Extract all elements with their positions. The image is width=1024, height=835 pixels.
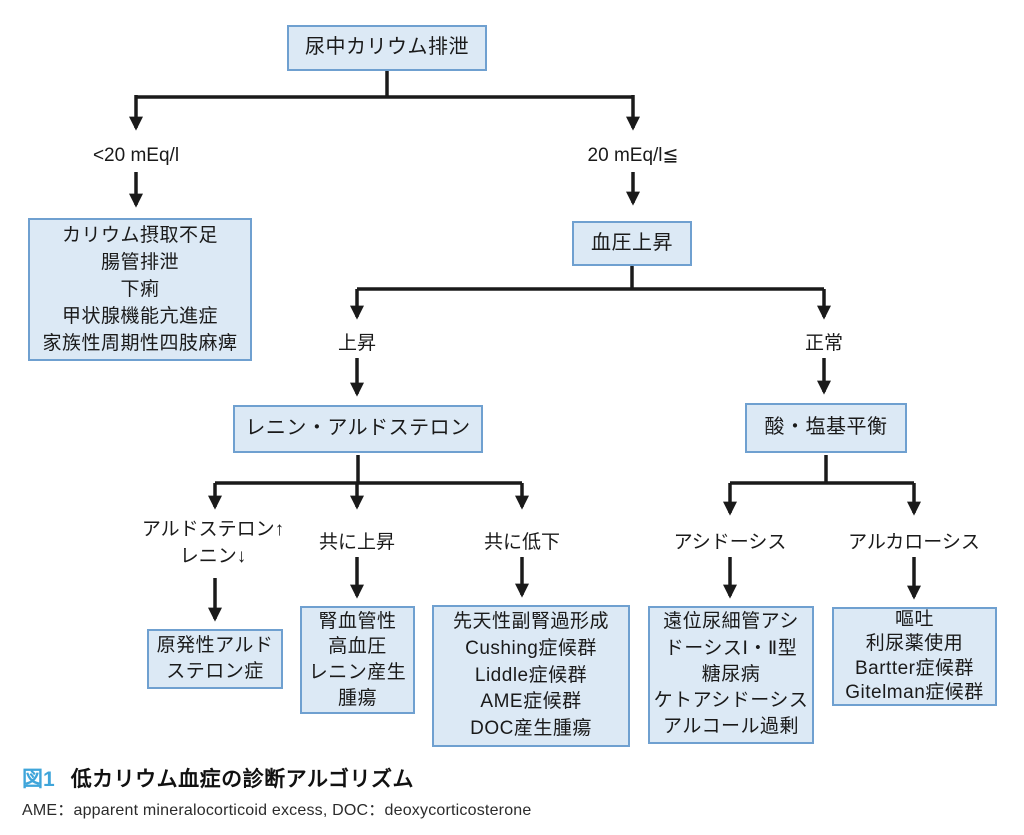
figure-footnote: AME：apparent mineralocorticoid excess, D… [22, 802, 532, 819]
node-text-line: 嘔吐 [894, 608, 934, 630]
node-low-potassium-causes: カリウム摂取不足 腸管排泄 下痢 甲状腺機能亢進症 家族性周期性四肢麻痺 [28, 218, 252, 361]
node-text-line: 腎血管性 [318, 610, 397, 632]
node-text-line: ステロン症 [166, 661, 264, 682]
node-text-line: アルコール過剰 [663, 716, 799, 738]
node-congenital-adrenal-hyperplasia: 先天性副腎過形成 Cushing症候群 Liddle症候群 AME症候群 DOC… [432, 605, 630, 747]
label-acidosis: アシドーシス [673, 532, 787, 553]
node-text-line: Bartter症候群 [854, 657, 975, 679]
node-text-line: 尿中カリウム排泄 [305, 36, 469, 59]
node-blood-pressure-elevated: 血圧上昇 [572, 221, 692, 266]
node-text-line: 原発性アルド [156, 635, 274, 657]
node-text-line: 下痢 [120, 278, 160, 300]
node-text-line: 糖尿病 [701, 663, 761, 685]
figure-title: 低カリウム血症の診断アルゴリズム [70, 768, 415, 791]
node-text-line: DOC産生腫瘍 [470, 718, 592, 740]
node-text-line: Cushing症候群 [465, 637, 597, 659]
node-text-line: 家族性周期性四肢麻痺 [42, 333, 238, 355]
node-text-line: 腸管排泄 [100, 251, 179, 273]
node-text-line: 血圧上昇 [591, 231, 673, 254]
figure-number: 図1 [22, 768, 55, 791]
node-primary-aldosteronism: 原発性アルド ステロン症 [147, 629, 283, 689]
node-text-line: ドーシスⅠ・Ⅱ型 [664, 637, 798, 659]
node-text-line: 甲状腺機能亢進症 [61, 306, 218, 328]
node-text-line: レニン・アルドステロン [245, 417, 471, 440]
node-renin-aldosterone: レニン・アルドステロン [233, 405, 483, 453]
node-vomiting-diuretics: 嘔吐 利尿薬使用 Bartter症候群 Gitelman症候群 [832, 607, 997, 706]
node-acid-base-balance: 酸・塩基平衡 [745, 403, 907, 453]
connector-group [129, 71, 921, 622]
node-text-line: AME症候群 [480, 691, 582, 713]
label-20-meq-or-more: 20 mEq/l≦ [587, 145, 679, 166]
label-both-decreased: 共に低下 [483, 532, 561, 553]
node-text-line: 遠位尿細管アシ [663, 611, 799, 633]
node-text-line: 腫瘍 [337, 687, 377, 709]
label-aldosterone-up-renin-down: アルドステロン↑ レニン↓ [142, 517, 284, 570]
node-urinary-potassium-excretion: 尿中カリウム排泄 [287, 25, 487, 71]
node-text-line: 利尿薬使用 [865, 633, 964, 655]
node-text-line: 高血圧 [328, 636, 387, 658]
label-under-20-meq: <20 mEq/l [92, 145, 180, 166]
label-both-elevated: 共に上昇 [318, 532, 396, 553]
label-line: レニン↓ [179, 545, 247, 567]
node-text-line: 先天性副腎過形成 [452, 610, 609, 632]
node-text-line: Gitelman症候群 [845, 681, 984, 703]
label-elevated: 上昇 [337, 333, 377, 354]
label-normal: 正常 [804, 333, 844, 354]
node-text-line: レニン産生 [308, 662, 407, 683]
node-text-line: Liddle症候群 [474, 664, 588, 686]
node-text-line: カリウム摂取不足 [61, 224, 218, 246]
node-renovascular-hypertension: 腎血管性 高血圧 レニン産生 腫瘍 [300, 606, 415, 714]
node-renal-tubular-acidosis: 遠位尿細管アシ ドーシスⅠ・Ⅱ型 糖尿病 ケトアシドーシス アルコール過剰 [648, 606, 814, 744]
label-line: アルドステロン↑ [141, 519, 285, 540]
label-alkalosis: アルカローシス [848, 532, 980, 553]
node-text-line: ケトアシドーシス [653, 690, 809, 712]
node-text-line: 酸・塩基平衡 [764, 416, 888, 439]
figure-caption: 図1 低カリウム血症の診断アルゴリズム [22, 763, 414, 793]
